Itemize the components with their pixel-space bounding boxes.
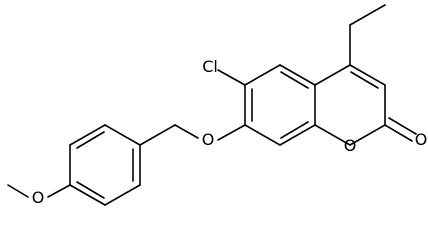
double-bond-inner [280,121,309,139]
bond [139,124,176,146]
bond [279,64,316,86]
carbonyl-oxygen-atom-label: O [415,130,428,149]
ring-oxygen-atom-label: O [344,136,357,155]
bond [69,184,106,206]
bond [244,64,281,86]
benzyl-ether-linkage [139,124,246,146]
bond [7,184,29,198]
bond [217,124,246,141]
bond [384,124,413,142]
double-bond-inner [388,117,417,135]
double-bond-inner [76,181,105,199]
bond [69,124,106,146]
ethyl-group [349,4,386,66]
bond [349,64,386,86]
chemical-structure-diagram: Cl O O O O [7,4,428,207]
double-bond-inner [350,71,379,89]
bond [314,64,351,86]
bond [104,184,141,206]
carbonyl-group [384,117,417,142]
methoxy-group [7,184,71,198]
bond [174,124,199,139]
bond [349,124,386,146]
pyrone-ring [314,64,386,146]
double-bond-inner [280,71,309,89]
chlorine-atom-label: Cl [202,57,218,76]
bond [349,4,386,26]
double-bond-inner [76,131,105,149]
bond [279,124,316,146]
bond [244,124,281,146]
bond [47,184,71,198]
bond [314,124,351,146]
chloro-bond [217,69,246,86]
methoxy-oxygen-atom-label: O [32,188,45,207]
benzo-ring [244,64,316,146]
bond [104,124,141,146]
methoxyphenyl-ring [69,124,141,206]
ether-oxygen-atom-label: O [202,130,215,149]
